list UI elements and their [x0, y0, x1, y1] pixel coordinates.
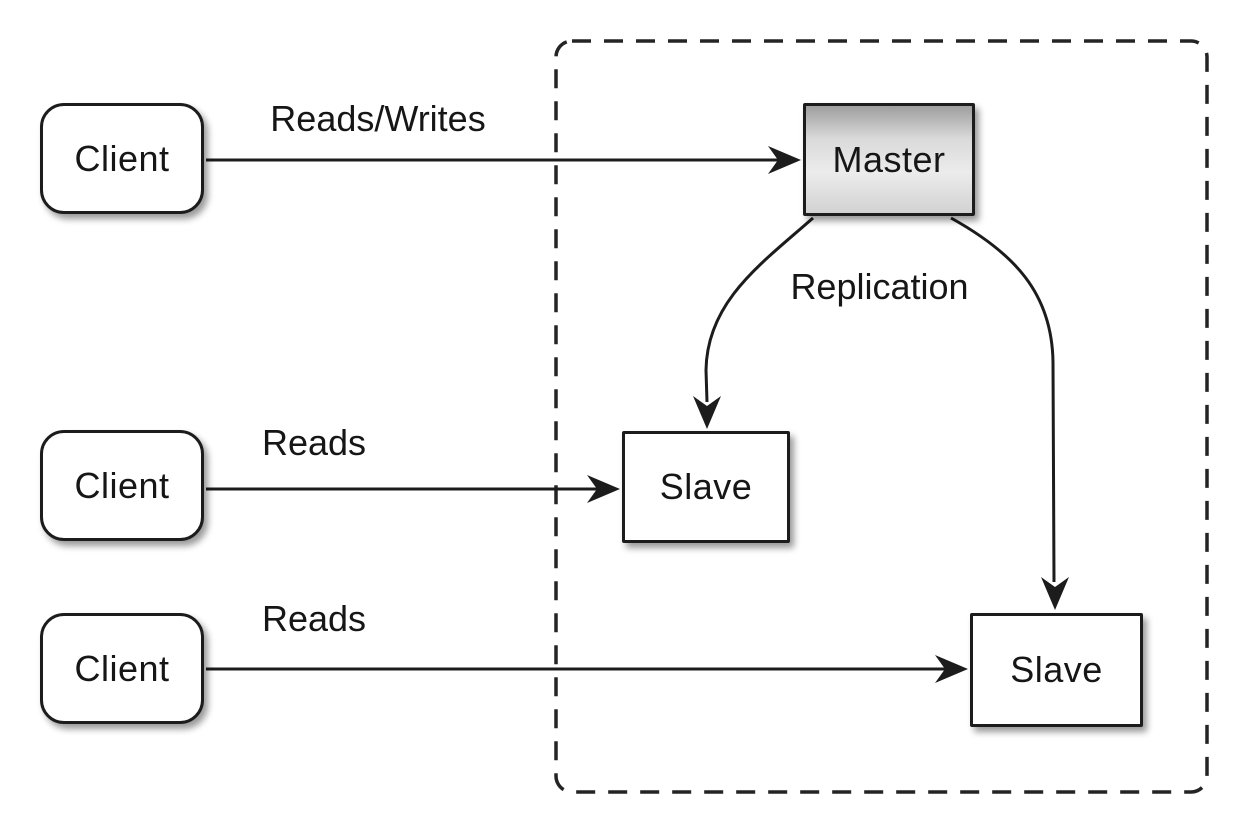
- replication-arrow-right: [950, 216, 1069, 610]
- node-client-bottom-label: Client: [74, 647, 170, 689]
- node-master-label: Master: [832, 138, 946, 180]
- edge-label-replication: Replication: [790, 266, 969, 307]
- reads-bottom-arrow: [206, 655, 968, 683]
- node-client-bottom: Client: [40, 613, 204, 724]
- reads-middle-arrow: [206, 475, 620, 503]
- node-client-middle-label: Client: [74, 464, 170, 506]
- node-client-top: Client: [40, 103, 204, 214]
- node-slave-left: Slave: [622, 431, 790, 543]
- edge-label-reads-writes: Reads/Writes: [270, 98, 486, 139]
- node-client-middle: Client: [40, 430, 204, 541]
- node-slave-right: Slave: [970, 613, 1143, 727]
- edge-label-reads-bottom: Reads: [261, 598, 367, 639]
- edge-label-reads-middle: Reads: [261, 422, 367, 463]
- node-master: Master: [803, 103, 975, 216]
- replication-arrow-left: [693, 216, 814, 429]
- replication-group-dashed-border: [554, 39, 1209, 794]
- node-client-top-label: Client: [74, 137, 170, 179]
- node-slave-right-label: Slave: [1010, 649, 1103, 690]
- node-slave-left-label: Slave: [659, 466, 753, 507]
- reads-writes-arrow: [206, 146, 801, 174]
